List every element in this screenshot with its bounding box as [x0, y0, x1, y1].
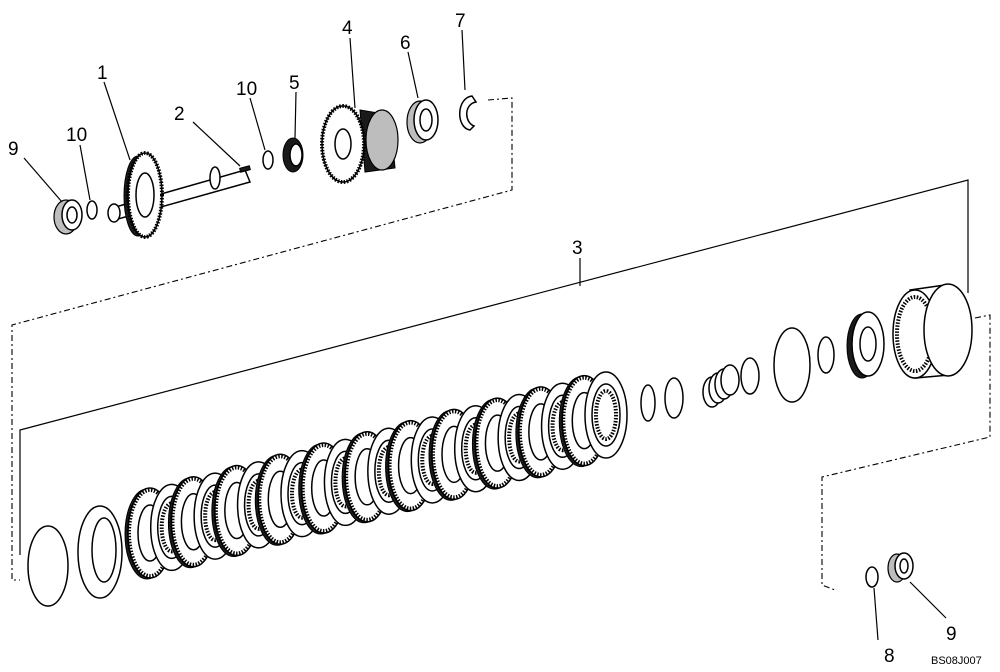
drawing-code: BS08J007	[931, 655, 982, 667]
assembly-bracket-3	[19, 179, 969, 555]
bearing-9-bottom	[887, 552, 914, 583]
callout-3: 3	[572, 238, 583, 259]
callout-9-top: 9	[8, 139, 19, 160]
callout-4: 4	[342, 18, 353, 39]
callout-5: 5	[289, 73, 300, 94]
ring-10-mid	[262, 150, 274, 170]
callout-7: 7	[455, 11, 466, 32]
callout-1: 1	[97, 63, 108, 84]
piston-components	[640, 283, 973, 422]
ring-8	[865, 566, 879, 588]
bearing-6	[406, 99, 439, 144]
snap-ring-7	[459, 95, 478, 131]
gear-4	[320, 104, 399, 184]
enclosure-lines	[11, 97, 991, 591]
ring-c	[740, 357, 760, 395]
ring-10-left	[86, 200, 98, 220]
callout-6: 6	[400, 33, 411, 54]
ring-b	[664, 377, 684, 419]
ring-5	[282, 137, 304, 173]
callout-10-mid: 10	[236, 79, 257, 100]
seal-ring-front	[27, 525, 69, 607]
key-pin-2	[239, 165, 251, 173]
seal-large	[773, 327, 811, 403]
gear-shaft-1	[107, 151, 252, 239]
clutch-pack	[27, 371, 628, 607]
spring	[702, 364, 740, 408]
bearing-9-top	[53, 199, 83, 235]
clutch-drum	[892, 283, 973, 379]
ring-a	[640, 384, 656, 422]
shaft-assembly	[53, 95, 478, 239]
callout-8: 8	[884, 646, 895, 667]
callout-9-bottom: 9	[946, 624, 957, 645]
leader-lines	[23, 29, 947, 641]
callouts: 9 10 1 2 10 5 4 6 7 3 8 9	[8, 11, 957, 667]
callout-10-left: 10	[66, 125, 87, 146]
piston-bearing	[846, 311, 885, 379]
ring-d	[817, 336, 835, 374]
lower-right-parts	[865, 552, 914, 588]
callout-2: 2	[174, 104, 185, 125]
